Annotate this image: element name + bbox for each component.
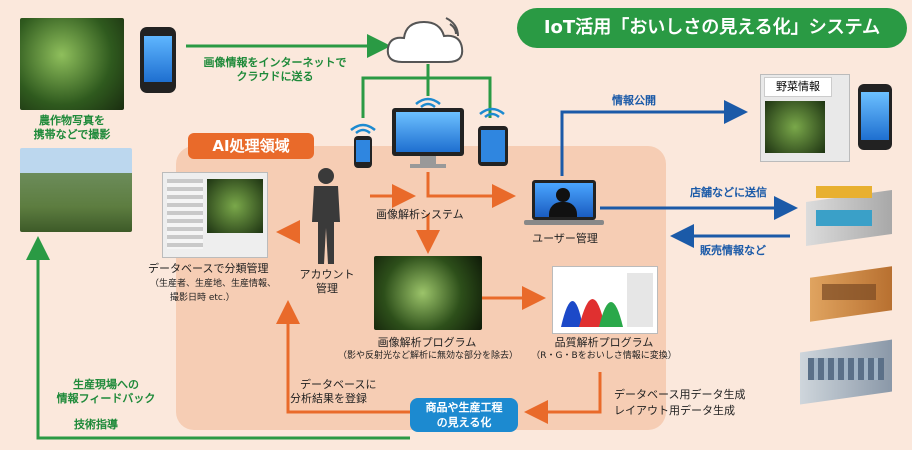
laptop-base [524,220,604,225]
cloud-icon [386,17,464,63]
visualization-badge: 商品や生産工程 の見える化 [410,398,518,432]
data-generation-line1: データベース用データ生成 [614,388,746,401]
db-register-line2: 分析結果を登録 [290,392,367,405]
database-screenshot [162,172,268,258]
info-publish-label: 情報公開 [612,94,656,107]
wifi-icon [350,123,376,134]
feedback-line1: 生産現場への [73,378,139,391]
farmers-group-photo [20,148,132,232]
data-generation-line2: レイアウト用データ生成 [614,404,735,417]
wifi-icon [479,107,505,118]
rgb-histogram-chart [561,273,653,327]
quality-analysis-program-title: 品質解析プログラム [554,336,654,349]
user-mgmt-label: ユーザー管理 [532,232,598,245]
monitor-base [410,164,446,168]
diagram-title: IoT活用「おいしさの見える化」システム [517,8,907,48]
image-analysis-program-desc: （影や反射光など解析に無効な部分を除去） [337,351,518,361]
db-classification-line2: （生産者、生産地、生産情報、 [150,279,277,289]
tablet-icon [478,126,508,166]
vegetable-info-title: 野菜情報 [764,77,832,97]
db-register-line1: データベースに [300,378,377,391]
smartphone-icon [858,84,892,150]
upload-line2: クラウドに送る [236,70,314,83]
send-to-stores-label: 店舗などに送信 [690,186,767,199]
analysis-leaf-photo [374,256,482,330]
farm-photo-line2: 携帯などで撮影 [33,128,111,141]
building-icon [810,264,896,322]
smartphone-icon [354,136,372,168]
laptop-user-icon [532,180,596,220]
upload-line1: 画像情報をインターネットで [203,56,347,69]
image-analysis-system-label: 画像解析システム [376,208,464,221]
image-analysis-program-title: 画像解析プログラム [377,336,477,349]
feedback-line2: 情報フィードバック [56,392,156,405]
db-classification-line1: データベースで分類管理 [148,262,269,275]
smartphone-icon [140,27,176,93]
building-icon [800,339,896,405]
farm-photo-line1: 農作物写真を [39,114,105,127]
visualization-line2: の見える化 [436,416,492,429]
monitor-stand [420,156,436,164]
account-mgmt-line1: アカウント [299,268,355,281]
account-mgmt-line2: 管理 [316,282,338,295]
sales-info-label: 販売情報など [700,244,766,257]
wifi-icon [415,97,441,108]
rgb-histogram [552,266,658,334]
db-classification-line3: 撮影日時 etc.） [170,293,235,303]
visualization-line1: 商品や生産工程 [425,401,503,414]
monitor-icon [392,108,464,156]
ai-region-title: AI処理領域 [188,133,314,159]
crop-leaf-photo [20,18,124,110]
person-silhouette-icon [312,168,340,264]
vegetable-info-screen: 野菜情報 [760,74,850,162]
quality-analysis-program-desc: （R・G・Bをおいしさ情報に変換） [531,351,677,361]
building-icon [806,186,896,247]
tech-guidance-label: 技術指導 [74,418,118,431]
